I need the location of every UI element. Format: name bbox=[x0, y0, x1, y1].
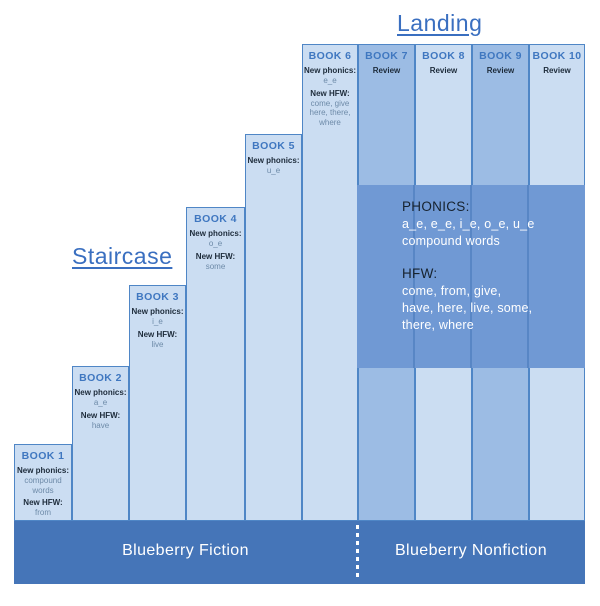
hfw-line-1: come, from, give, bbox=[402, 284, 502, 298]
book-title-4: BOOK 4 bbox=[194, 213, 237, 225]
phonics-value-6: e_e bbox=[323, 76, 337, 85]
phonics-label-5: New phonics: bbox=[247, 156, 300, 165]
phonics-label-2: New phonics: bbox=[74, 388, 127, 397]
book-title-5: BOOK 5 bbox=[252, 140, 295, 152]
hfw-value-3: live bbox=[151, 339, 164, 349]
hfw-value-6: come, give here, there, where bbox=[309, 98, 351, 127]
phonics-label-1: New phonics: bbox=[16, 466, 69, 475]
summary-panel: PHONICS: a_e, e_e, i_e, o_e, u_e compoun… bbox=[357, 185, 585, 368]
band-label-fiction: Blueberry Fiction bbox=[122, 542, 249, 559]
review-label-8: Review bbox=[429, 66, 458, 75]
book-title-1: BOOK 1 bbox=[21, 450, 65, 462]
book-column-4[interactable]: BOOK 4 New phonics: o_e New HFW: some bbox=[186, 207, 245, 521]
phonics-value-4: o_e bbox=[208, 239, 223, 248]
panel-seam-2 bbox=[470, 185, 472, 368]
book-title-3: BOOK 3 bbox=[136, 291, 179, 303]
staircase-title: Staircase bbox=[72, 243, 173, 269]
book-title-6: BOOK 6 bbox=[308, 50, 352, 62]
panel-seam-1 bbox=[413, 185, 415, 368]
hfw-value-4: some bbox=[205, 261, 226, 271]
phonics-value-5: u_e bbox=[266, 166, 281, 175]
hfw-label-4: New HFW: bbox=[195, 251, 236, 261]
series-band: Blueberry Fiction Blueberry Nonfiction bbox=[14, 521, 585, 584]
phonics-value-2: a_e bbox=[93, 398, 108, 407]
hfw-value-2: have bbox=[91, 420, 110, 430]
hfw-line-2: have, here, live, some, bbox=[402, 301, 533, 315]
panel-spacer bbox=[402, 250, 579, 265]
book-column-6[interactable]: BOOK 6 New phonics: e_e New HFW: come, g… bbox=[302, 44, 358, 521]
hfw-label-1: New HFW: bbox=[23, 498, 63, 507]
panel-seam-3 bbox=[527, 185, 529, 368]
book-column-2[interactable]: BOOK 2 New phonics: a_e New HFW: have bbox=[72, 366, 129, 521]
phonics-heading: PHONICS: bbox=[402, 199, 470, 214]
hfw-label-3: New HFW: bbox=[137, 329, 178, 339]
review-label-9: Review bbox=[486, 66, 515, 75]
hfw-heading: HFW: bbox=[402, 266, 438, 281]
phonics-line-1: a_e, e_e, i_e, o_e, u_e bbox=[402, 217, 535, 231]
phonics-line-2: compound words bbox=[402, 234, 500, 248]
landing-title: Landing bbox=[397, 10, 483, 36]
hfw-line-3: there, where bbox=[402, 318, 474, 332]
book-title-10: BOOK 10 bbox=[532, 50, 582, 62]
band-label-nonfiction: Blueberry Nonfiction bbox=[394, 542, 548, 559]
phonics-value-3: i_e bbox=[152, 317, 163, 326]
review-label-10: Review bbox=[543, 66, 571, 75]
band-divider bbox=[356, 525, 359, 580]
book-column-1[interactable]: BOOK 1 New phonics: compound words New H… bbox=[14, 444, 72, 521]
hfw-label-6: New HFW: bbox=[310, 88, 350, 98]
phonics-value-1: compound words bbox=[24, 476, 62, 495]
hfw-label-2: New HFW: bbox=[80, 410, 121, 420]
book-title-2: BOOK 2 bbox=[79, 372, 122, 384]
book-column-5[interactable]: BOOK 5 New phonics: u_e bbox=[245, 134, 302, 521]
hfw-value-1: from bbox=[35, 508, 51, 517]
book-column-3[interactable]: BOOK 3 New phonics: i_e New HFW: live bbox=[129, 285, 186, 521]
book-title-7: BOOK 7 bbox=[365, 50, 408, 62]
review-label-7: Review bbox=[372, 66, 401, 75]
book-title-8: BOOK 8 bbox=[422, 50, 465, 62]
phonics-label-4: New phonics: bbox=[189, 229, 242, 238]
phonics-label-3: New phonics: bbox=[131, 307, 184, 316]
book-title-9: BOOK 9 bbox=[479, 50, 522, 62]
phonics-label-6: New phonics: bbox=[303, 66, 356, 75]
